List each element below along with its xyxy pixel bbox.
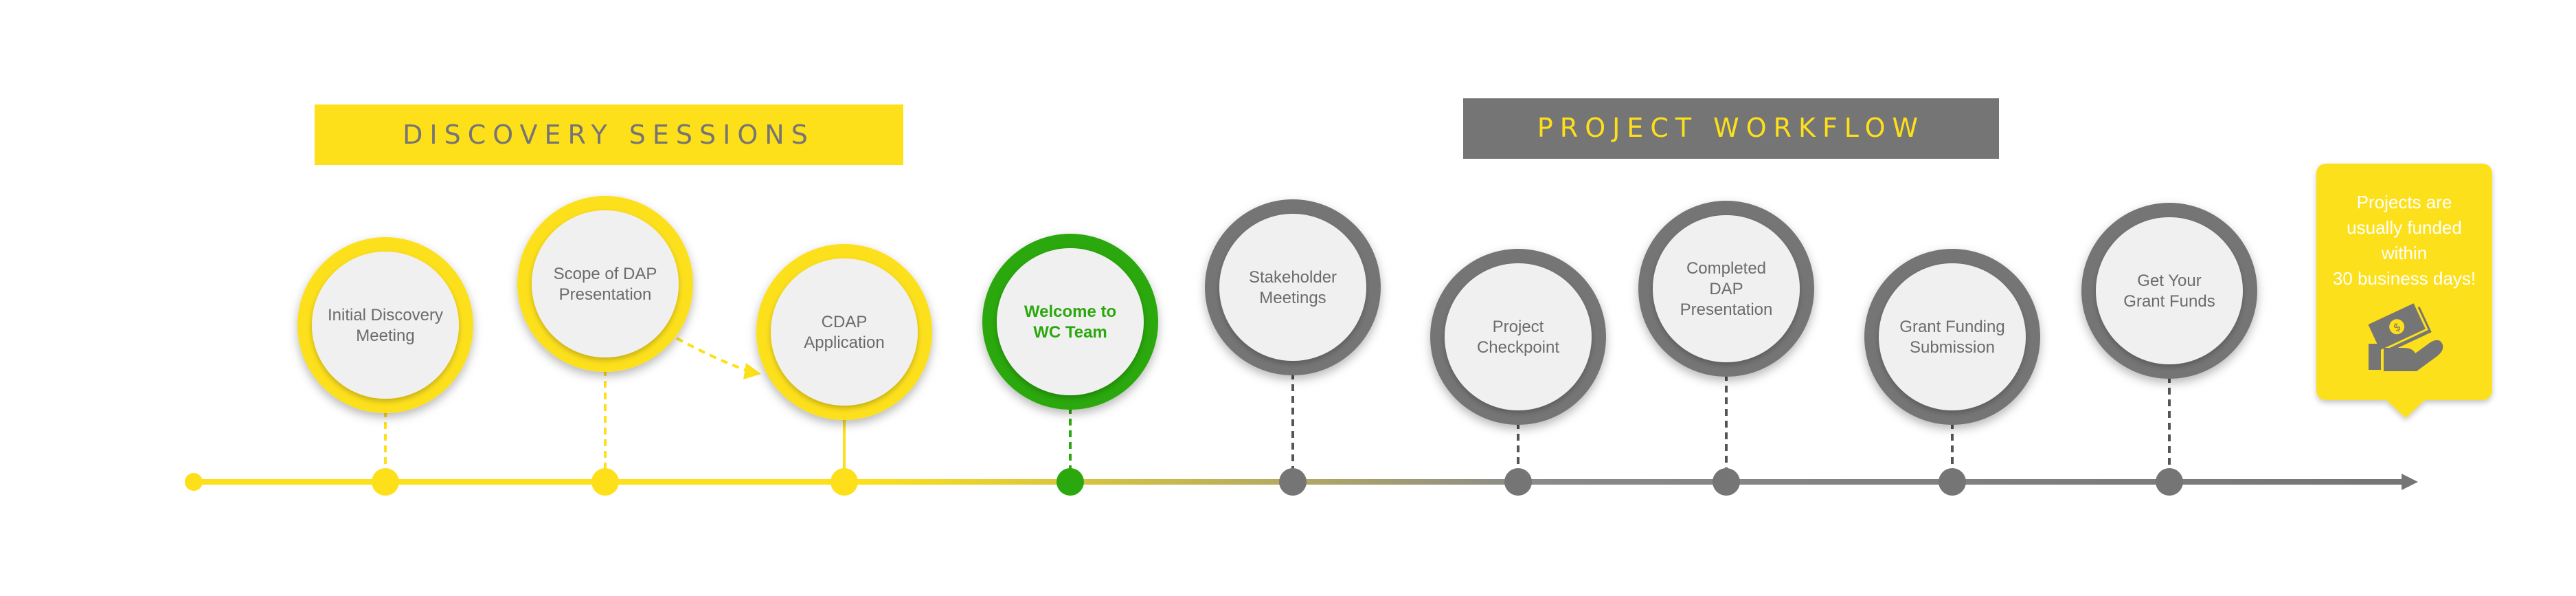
node-label: Stakeholder: [1249, 268, 1337, 287]
node-label: Project: [1493, 318, 1544, 336]
node-label: Meetings: [1259, 289, 1326, 307]
timeline-node-dot: [591, 468, 619, 496]
node-label: CDAP: [822, 313, 868, 331]
timeline-node-dot: [1713, 468, 1740, 496]
node-label: Initial Discovery: [328, 306, 443, 324]
timeline-node: Scope of DAP Presentation: [517, 196, 693, 372]
node-label: DAP: [1709, 280, 1743, 298]
timeline-node: CDAP Application: [756, 244, 932, 420]
node-label: Welcome to: [1024, 302, 1116, 321]
callout-line: usually funded: [2347, 217, 2462, 238]
money-hand-icon: $: [2365, 300, 2443, 371]
callout-text: Projects are usually funded within 30 busin…: [2333, 192, 2476, 289]
timeline-node-dot: [372, 468, 399, 496]
callout-line: 30 business days!: [2333, 268, 2476, 289]
node-face: [1879, 263, 2026, 410]
node-label: Checkpoint: [1477, 338, 1559, 357]
timeline-node-dot: [1504, 468, 1532, 496]
node-face: [1445, 263, 1592, 410]
timeline-node-dot: [2156, 468, 2183, 496]
node-label: Scope of DAP: [554, 265, 657, 283]
discovery-sessions-title: DISCOVERY SESSIONS: [403, 120, 815, 150]
node-label: WC Team: [1033, 323, 1107, 342]
flow-arrow: [676, 337, 761, 379]
project-workflow-banner: PROJECT WORKFLOW: [1463, 98, 1999, 159]
discovery-sessions-banner: DISCOVERY SESSIONS: [315, 104, 903, 165]
timeline-node: Welcome to WC Team: [982, 234, 1158, 410]
node-face: [1219, 214, 1366, 361]
node-face: [997, 248, 1144, 395]
node-label: Meeting: [356, 327, 414, 345]
timeline-node-dot: [831, 468, 858, 496]
timeline-node-dot: [1279, 468, 1307, 496]
project-workflow-title: PROJECT WORKFLOW: [1537, 113, 1925, 143]
node-label: Submission: [1910, 338, 1995, 357]
timeline-dots: [372, 468, 2183, 496]
callout-line: Projects are: [2357, 192, 2452, 212]
funding-callout: Projects are usually funded within 30 busin…: [2316, 164, 2492, 418]
timeline-start-dot: [185, 473, 203, 491]
node-face: [1653, 215, 1800, 362]
callout-line: within: [2381, 243, 2427, 263]
timeline-node-dot: [1939, 468, 1966, 496]
node-label: Grant Funds: [2123, 292, 2215, 311]
timeline-node-dot: [1057, 468, 1084, 496]
node-label: Application: [804, 333, 884, 352]
timeline-arrowhead: [2402, 474, 2418, 490]
node-label: Grant Funding: [1899, 318, 2004, 336]
node-label: Presentation: [1680, 300, 1773, 319]
node-label: Completed: [1686, 259, 1766, 278]
node-face: [312, 252, 459, 399]
node-face: [2096, 217, 2243, 364]
node-label: Get Your: [2137, 272, 2201, 290]
node-label: Presentation: [559, 285, 652, 304]
node-face: [532, 210, 679, 357]
node-face: [771, 258, 918, 406]
